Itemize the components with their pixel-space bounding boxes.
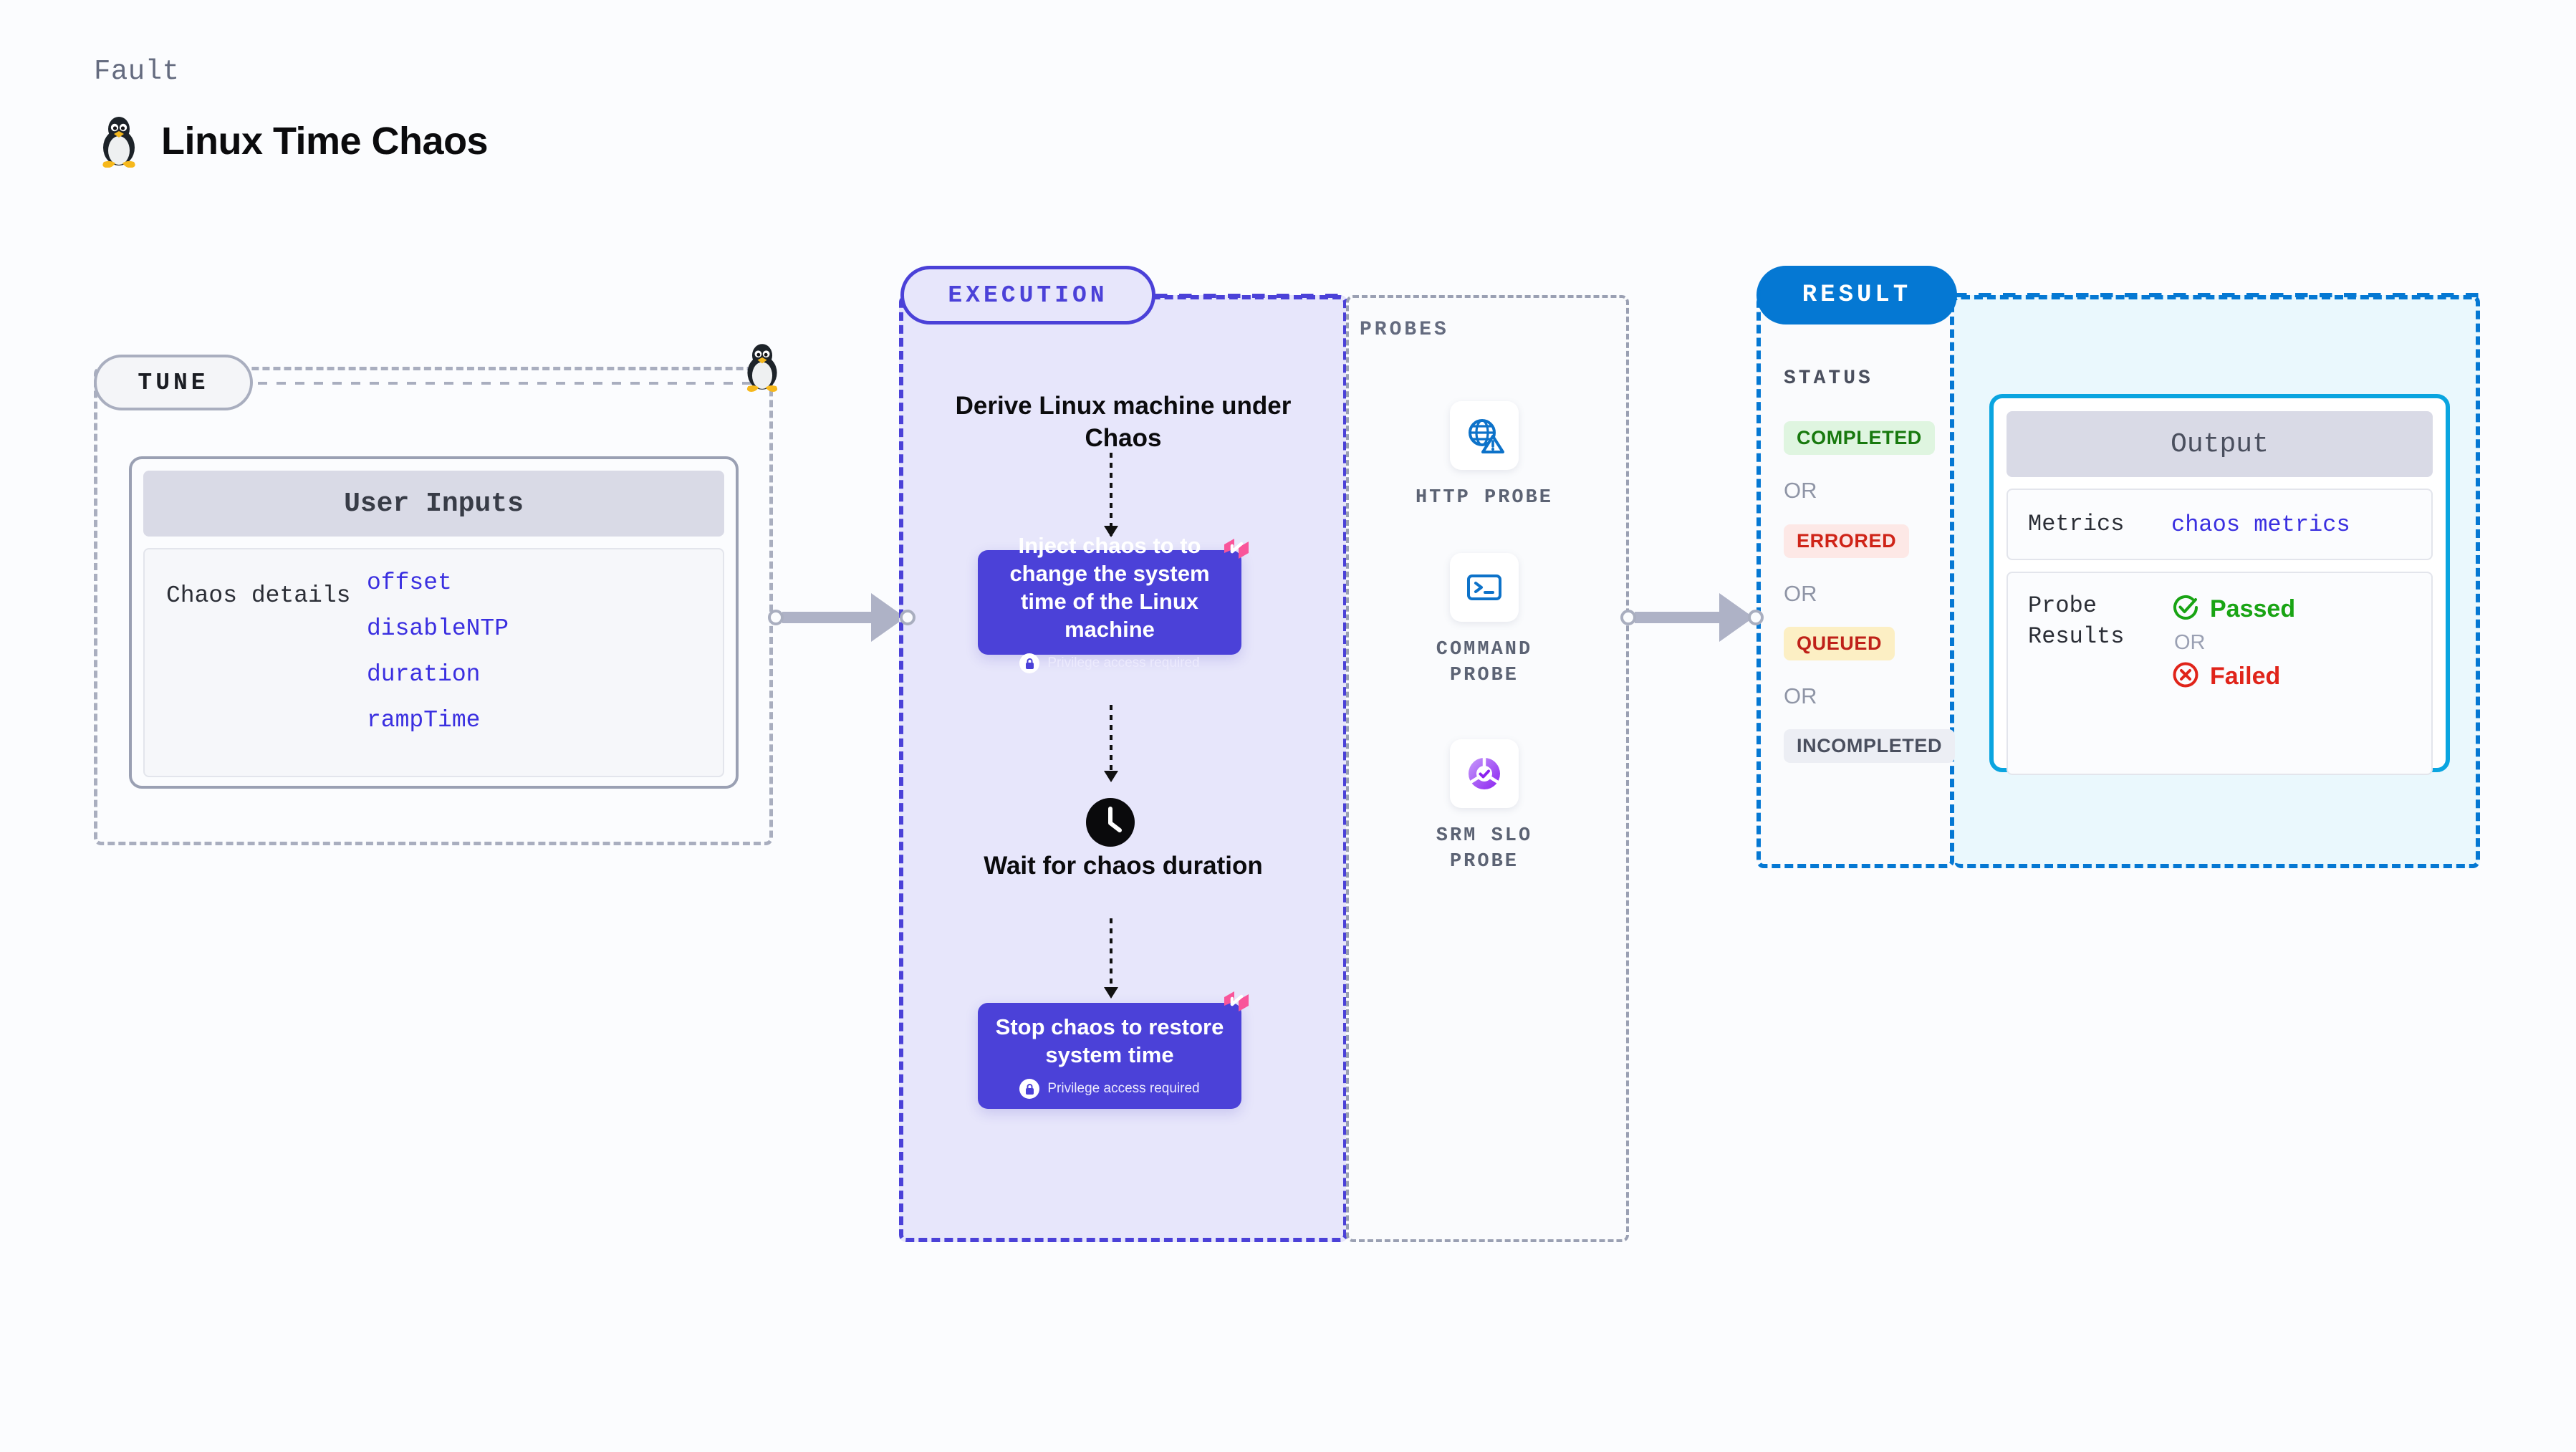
user-inputs-header: User Inputs	[143, 471, 724, 537]
execution-header-dashed-line	[1155, 294, 1350, 298]
verdict-failed-row: Failed	[2171, 660, 2295, 693]
srm-slo-check-icon	[1450, 739, 1519, 808]
clock-icon	[1085, 797, 1136, 848]
tune-value-ramptime[interactable]: rampTime	[367, 707, 481, 734]
execution-step-inject-card[interactable]: Inject chaos to to change the system tim…	[978, 533, 1249, 674]
stop-privilege-text: Privilege access required	[1047, 1081, 1200, 1097]
connector-end-dot	[900, 610, 915, 625]
connector-start-dot	[1620, 610, 1636, 625]
status-label: STATUS	[1784, 367, 1873, 390]
probe-results-values: Passed OR Failed	[2171, 590, 2295, 756]
tune-value-disablentp[interactable]: disableNTP	[367, 615, 509, 642]
verdict-failed-label: Failed	[2210, 663, 2281, 690]
terminal-icon	[1450, 553, 1519, 622]
connector-shaft	[782, 612, 874, 623]
status-or-1: OR	[1784, 478, 1817, 503]
flow-arrow-2	[1104, 705, 1118, 782]
probe-item-command[interactable]: COMMAND PROBE	[1398, 553, 1570, 688]
probe-label-command: COMMAND PROBE	[1436, 639, 1533, 686]
harness-logo-icon	[1220, 987, 1253, 1024]
x-circle-icon	[2171, 660, 2200, 693]
result-section-pill[interactable]: RESULT	[1756, 266, 1957, 324]
tune-connector-dashed-line	[258, 382, 755, 385]
output-card: Output Metrics chaos metrics Probe Resul…	[1989, 394, 2450, 775]
result-header-dashed-line	[1954, 293, 2481, 297]
page-title-row: Linux Time Chaos	[97, 115, 489, 168]
stop-privilege-row: Privilege access required	[1019, 1079, 1200, 1100]
status-badge-errored: ERRORED	[1784, 524, 1910, 558]
inject-card-text: Inject chaos to to change the system tim…	[1009, 532, 1210, 643]
chaos-details-panel: Chaos details offset disableNTP duration…	[143, 548, 724, 777]
tune-value-offset[interactable]: offset	[367, 569, 452, 596]
execution-step-derive-title: Derive Linux machine under Chaos	[955, 392, 1292, 452]
status-badge-incompleted: INCOMPLETED	[1784, 729, 1956, 763]
probe-item-srm-slo[interactable]: SRM SLO PROBE	[1398, 739, 1570, 875]
inject-privilege-text: Privilege access required	[1047, 655, 1200, 671]
connector-start-dot	[768, 610, 784, 625]
tune-value-duration[interactable]: duration	[367, 661, 481, 688]
verdict-passed-row: Passed	[2171, 593, 2295, 625]
connector-shaft	[1635, 612, 1722, 623]
execution-step-wait-title: Wait for chaos duration	[984, 852, 1263, 880]
tune-section-pill[interactable]: TUNE	[94, 355, 253, 410]
chaos-details-values: offset disableNTP duration rampTime	[367, 569, 509, 756]
probe-item-http[interactable]: HTTP PROBE	[1398, 401, 1570, 511]
linux-penguin-icon	[97, 115, 141, 168]
stop-card-text: Stop chaos to restore system time	[995, 1014, 1224, 1067]
user-inputs-card: User Inputs Chaos details offset disable…	[129, 456, 739, 789]
verdict-or: OR	[2174, 631, 2206, 654]
lock-icon	[1019, 1079, 1040, 1100]
metrics-row: Metrics chaos metrics	[2007, 489, 2433, 560]
status-badge-completed: COMPLETED	[1784, 421, 1935, 455]
linux-penguin-icon-small	[741, 342, 783, 392]
result-section-container	[1756, 295, 1954, 868]
eyebrow-label: Fault	[94, 56, 180, 87]
probe-results-row: Probe Results Passed OR	[2007, 572, 2433, 775]
connector-end-dot	[1748, 610, 1764, 625]
harness-logo-icon	[1220, 534, 1253, 571]
execution-step-stop-card[interactable]: Stop chaos to restore system time Privil…	[978, 991, 1249, 1109]
verdict-passed-label: Passed	[2210, 595, 2296, 622]
metrics-label: Metrics	[2028, 511, 2125, 538]
tune-section-container	[94, 367, 773, 845]
status-or-3: OR	[1784, 683, 1817, 708]
output-card-header: Output	[2007, 411, 2433, 477]
status-or-2: OR	[1784, 581, 1817, 606]
execution-section-pill[interactable]: EXECUTION	[900, 266, 1155, 324]
status-badge-queued: QUEUED	[1784, 627, 1895, 660]
connector-probes-to-result	[1620, 593, 1764, 642]
connector-tune-to-execution	[768, 593, 915, 642]
probe-results-label: Probe Results	[2028, 592, 2125, 650]
probe-label-http: HTTP PROBE	[1415, 487, 1554, 509]
probes-section-label: PROBES	[1360, 319, 1449, 341]
page-title: Linux Time Chaos	[161, 120, 489, 163]
check-circle-icon	[2171, 593, 2200, 625]
globe-warning-icon	[1450, 401, 1519, 470]
metrics-value[interactable]: chaos metrics	[2171, 511, 2350, 538]
chaos-details-label: Chaos details	[166, 582, 351, 609]
flow-arrow-3	[1104, 918, 1118, 999]
flow-arrow-1	[1104, 453, 1118, 537]
inject-privilege-row: Privilege access required	[1019, 653, 1200, 674]
probe-label-srm-slo: SRM SLO PROBE	[1436, 825, 1533, 872]
lock-icon	[1019, 653, 1040, 674]
